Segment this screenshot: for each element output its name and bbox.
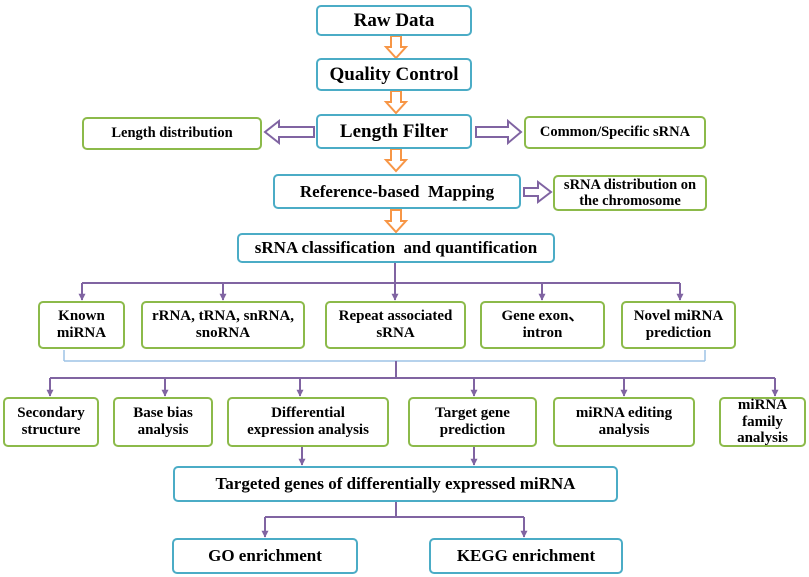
quality-control-box: Quality Control bbox=[316, 58, 472, 91]
analysis-box-2: Base bias analysis bbox=[113, 397, 213, 447]
arrow-to-length-distribution bbox=[263, 118, 315, 146]
analysis-box-1: Secondary structure bbox=[3, 397, 99, 447]
enrichment-fanout bbox=[261, 502, 528, 538]
raw-data-label: Raw Data bbox=[353, 9, 435, 31]
chromosome-distribution-label: sRNA distribution on the chromosome bbox=[563, 176, 697, 209]
go-enrichment-box: GO enrichment bbox=[172, 538, 358, 574]
length-distribution-label: Length distribution bbox=[111, 125, 233, 142]
purple-side-arrows bbox=[263, 118, 553, 205]
category-label: Novel miRNA prediction bbox=[633, 308, 724, 341]
category-box-5: Novel miRNA prediction bbox=[621, 301, 736, 349]
targeted-genes-box: Targeted genes of differentially express… bbox=[173, 466, 618, 502]
arrow-filter-to-mapping bbox=[383, 148, 409, 173]
analysis-label: Base bias analysis bbox=[133, 405, 193, 438]
analysis-label: Secondary structure bbox=[17, 405, 85, 438]
targeted-genes-label: Targeted genes of differentially express… bbox=[215, 474, 576, 494]
category-box-1: Known miRNA bbox=[38, 301, 125, 349]
analysis-label: Differential expression analysis bbox=[247, 405, 369, 438]
arrow-to-chromosome-distribution bbox=[523, 179, 553, 205]
classification-box: sRNA classification and quantification bbox=[237, 233, 555, 263]
common-specific-box: Common/Specific sRNA bbox=[524, 116, 706, 149]
chromosome-distribution-box: sRNA distribution on the chromosome bbox=[553, 175, 707, 211]
category-label: rRNA, tRNA, snRNA, snoRNA bbox=[151, 308, 295, 341]
go-enrichment-label: GO enrichment bbox=[208, 546, 322, 566]
category-label: Known miRNA bbox=[56, 308, 107, 341]
category-box-2: rRNA, tRNA, snRNA, snoRNA bbox=[141, 301, 305, 349]
orange-down-arrows bbox=[383, 35, 409, 234]
common-specific-label: Common/Specific sRNA bbox=[539, 124, 691, 141]
kegg-enrichment-box: KEGG enrichment bbox=[429, 538, 623, 574]
analysis-label: miRNA family analysis bbox=[737, 396, 788, 447]
analysis-box-4: Target gene prediction bbox=[408, 397, 537, 447]
analysis-label: Target gene prediction bbox=[435, 405, 510, 438]
arrow-to-common-specific bbox=[475, 118, 523, 146]
raw-data-box: Raw Data bbox=[316, 5, 472, 36]
analysis-box-6: miRNA family analysis bbox=[719, 397, 806, 447]
length-filter-label: Length Filter bbox=[339, 120, 449, 142]
category-box-4: Gene exon、 intron bbox=[480, 301, 605, 349]
quality-control-label: Quality Control bbox=[329, 63, 459, 85]
category-label: Repeat associated sRNA bbox=[338, 308, 453, 341]
analysis-label: miRNA editing analysis bbox=[575, 405, 673, 438]
classification-fanout bbox=[78, 263, 684, 301]
arrow-qc-to-filter bbox=[383, 90, 409, 115]
kegg-enrichment-label: KEGG enrichment bbox=[456, 546, 596, 566]
reference-mapping-box: Reference-based Mapping bbox=[273, 174, 521, 209]
category-box-3: Repeat associated sRNA bbox=[325, 301, 466, 349]
category-label: Gene exon、 intron bbox=[501, 308, 584, 341]
length-filter-box: Length Filter bbox=[316, 114, 472, 149]
targeted-genes-arrows bbox=[298, 447, 478, 466]
arrow-mapping-to-classification bbox=[383, 209, 409, 234]
analyses-fanout bbox=[46, 361, 779, 397]
length-distribution-box: Length distribution bbox=[82, 117, 262, 150]
analysis-box-3: Differential expression analysis bbox=[227, 397, 389, 447]
arrow-raw-to-qc bbox=[383, 35, 409, 60]
classification-label: sRNA classification and quantification bbox=[254, 238, 538, 258]
analysis-box-5: miRNA editing analysis bbox=[553, 397, 695, 447]
reference-mapping-label: Reference-based Mapping bbox=[299, 181, 495, 201]
category-join-line bbox=[63, 350, 706, 362]
